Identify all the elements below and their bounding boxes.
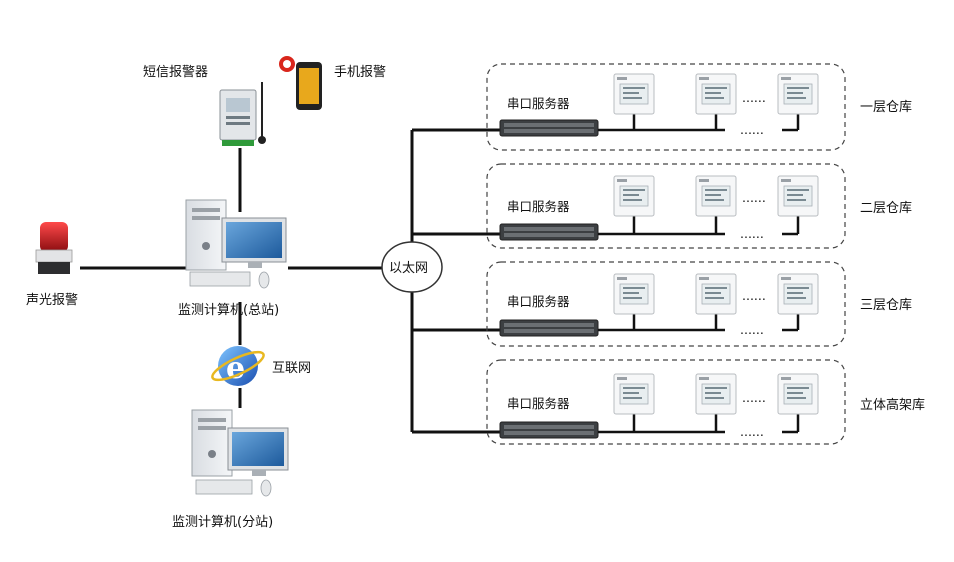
- main-computer-icon: [185, 199, 287, 289]
- sms-alarm-label: 短信报警器: [143, 64, 208, 80]
- warehouse-group-1: 串口服务器 ...... ...... 一层仓库: [486, 63, 912, 151]
- serial-server-label: 串口服务器: [507, 96, 570, 111]
- phone-alarm-label: 手机报警: [334, 64, 386, 80]
- serial-server-label: 串口服务器: [507, 396, 570, 411]
- warehouse-name-label: 一层仓库: [860, 99, 912, 115]
- sensor-icon: [613, 373, 655, 415]
- ellipsis-label: ......: [740, 322, 764, 337]
- sensor-icon: [695, 273, 737, 315]
- ellipsis-label: ......: [742, 390, 766, 405]
- serial-server-icon: [499, 421, 599, 439]
- main-station-label: 监测计算机(总站): [178, 303, 279, 318]
- sensor-icon: [695, 175, 737, 217]
- sensor-icon: [695, 73, 737, 115]
- sensor-icon: [613, 273, 655, 315]
- serial-server-icon: [499, 119, 599, 137]
- sensor-icon: [777, 175, 819, 217]
- warehouse-group-3: 串口服务器 ...... ...... 三层仓库: [486, 261, 912, 347]
- serial-server-icon: [499, 223, 599, 241]
- sensor-icon: [777, 73, 819, 115]
- sensor-icon: [613, 175, 655, 217]
- serial-server-icon: [499, 319, 599, 337]
- ellipsis-label: ......: [742, 288, 766, 303]
- warehouse-name-label: 二层仓库: [860, 200, 912, 216]
- sensor-icon: [695, 373, 737, 415]
- ethernet-label: 以太网: [389, 261, 428, 276]
- sub-computer-icon: [191, 409, 289, 497]
- sensor-icon: [613, 73, 655, 115]
- serial-server-label: 串口服务器: [507, 199, 570, 214]
- ellipsis-label: ......: [740, 226, 764, 241]
- siren-icon: [35, 222, 73, 274]
- ellipsis-label: ......: [742, 190, 766, 205]
- internet-explorer-icon: e: [211, 346, 265, 386]
- sensor-icon: [777, 273, 819, 315]
- ellipsis-label: ......: [742, 90, 766, 105]
- mobile-phone-icon: [279, 56, 322, 110]
- warehouse-name-label: 三层仓库: [860, 297, 912, 313]
- sub-station-label: 监测计算机(分站): [172, 515, 273, 530]
- sensor-icon: [777, 373, 819, 415]
- serial-server-label: 串口服务器: [507, 294, 570, 309]
- sound-light-alarm-label: 声光报警: [26, 292, 78, 308]
- ethernet-hub: 以太网: [381, 241, 443, 293]
- internet-label: 互联网: [272, 361, 311, 376]
- ellipsis-label: ......: [740, 122, 764, 137]
- sms-alarm-device-icon: [219, 82, 266, 146]
- ellipsis-label: ......: [740, 424, 764, 439]
- warehouse-group-2: 串口服务器 ...... ...... 二层仓库: [486, 163, 912, 249]
- warehouse-group-4: 串口服务器 ...... ...... 立体高架库: [486, 359, 925, 445]
- warehouse-name-label: 立体高架库: [860, 397, 925, 413]
